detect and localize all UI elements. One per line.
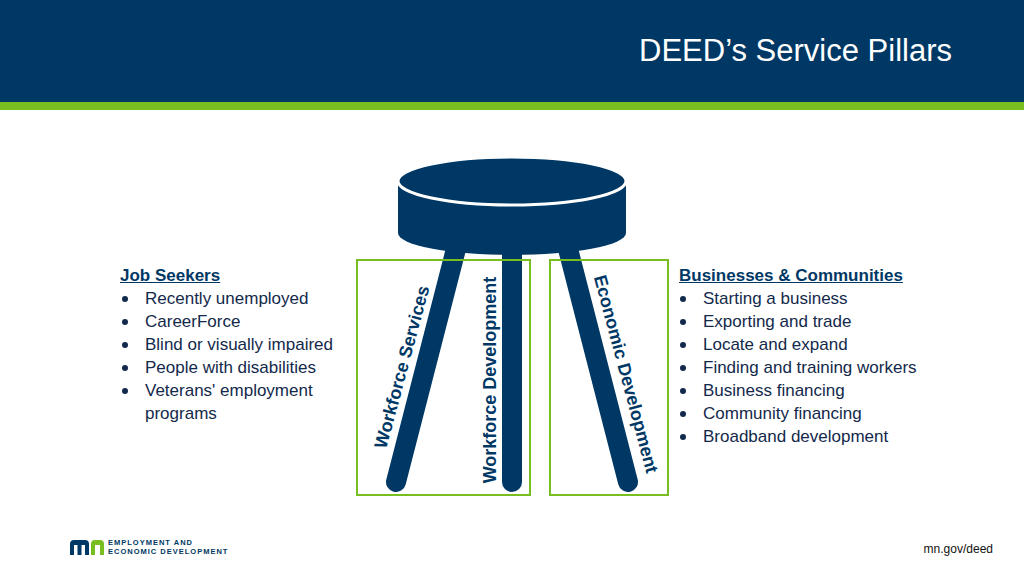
seat-top <box>398 157 626 205</box>
stool-seat <box>398 157 626 255</box>
pillar-frame: Economic Development <box>549 259 669 496</box>
list-item: Exporting and trade <box>703 310 943 333</box>
bullet-dot <box>122 296 128 302</box>
list-item: Locate and expand <box>703 333 943 356</box>
list-item: Starting a business <box>703 287 943 310</box>
logo-mark <box>70 540 104 555</box>
pillar-label: Workforce Services <box>370 283 435 451</box>
list-heading: Businesses & Communities <box>679 264 903 287</box>
bullet-dot <box>122 388 128 394</box>
bullet-dot <box>122 342 128 348</box>
slide-title: DEED’s Service Pillars <box>639 31 952 71</box>
bullet-dot <box>680 296 686 302</box>
bullet-dot <box>680 434 686 440</box>
list-item: Community financing <box>703 402 943 425</box>
stool-leg <box>502 245 522 482</box>
list-item: Finding and training workers <box>703 356 943 379</box>
list-item: Business financing <box>703 379 943 402</box>
bullet-dot <box>680 411 686 417</box>
logo-m <box>70 540 89 555</box>
list-item: Blind or visually impaired <box>145 333 345 356</box>
logo-text: ECONOMIC DEVELOPMENT <box>108 547 228 557</box>
bullet-dot <box>680 342 686 348</box>
list-item: People with disabilities <box>145 356 345 379</box>
bullet-dot <box>122 319 128 325</box>
pillar-label: Workforce Development <box>479 277 501 484</box>
bullet-dot <box>680 365 686 371</box>
list-heading: Job Seekers <box>120 264 220 287</box>
bullet-dot <box>122 365 128 371</box>
header-rule <box>0 102 1024 110</box>
list-item: Broadband development <box>703 425 943 448</box>
logo-text: EMPLOYMENT AND <box>108 538 193 548</box>
bullet-dot <box>680 319 686 325</box>
pillar-label: Economic Development <box>589 273 663 476</box>
list-item: CareerForce <box>145 310 345 333</box>
list-item: Veterans' employment programs <box>145 379 345 425</box>
footer-url: mn.gov/deed <box>924 541 993 557</box>
list-item: Recently unemployed <box>145 287 345 310</box>
logo-n <box>91 540 104 555</box>
pillar-frame: Workforce Services Workforce Development <box>356 259 531 496</box>
bullet-dot <box>680 388 686 394</box>
header-band <box>0 0 1024 102</box>
